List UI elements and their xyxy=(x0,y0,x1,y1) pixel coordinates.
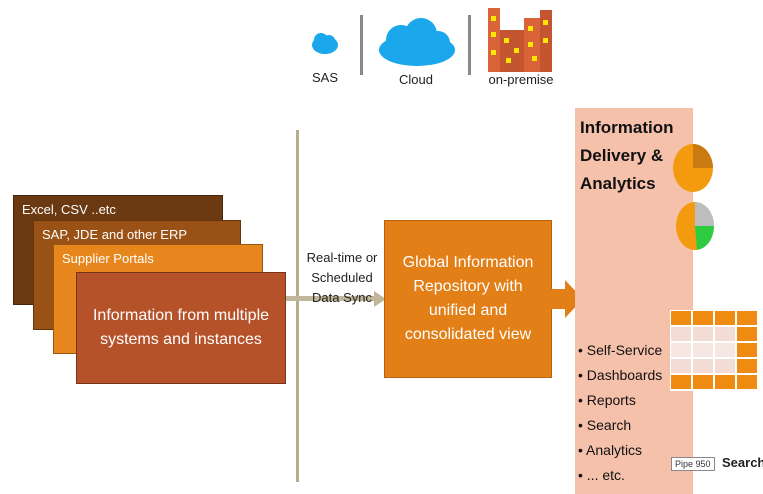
vertical-divider xyxy=(296,130,299,482)
source-label: Excel, CSV ..etc xyxy=(22,202,116,217)
sas-label: SAS xyxy=(311,70,338,85)
source-label: Supplier Portals xyxy=(62,251,154,266)
panel-title: Information Delivery & Analytics xyxy=(580,118,674,193)
source-label: SAP, JDE and other ERP xyxy=(42,227,188,242)
small-label-box: Pipe 950 xyxy=(671,457,715,471)
sas-cloud-icon xyxy=(310,30,340,56)
sync-label: Real-time or Scheduled Data Sync xyxy=(306,250,378,305)
delivery-list: • Self-Service • Dashboards • Reports • … xyxy=(578,340,662,490)
source-main-label: Information from multiple systems and in… xyxy=(92,307,270,348)
pie-chart-icon xyxy=(672,138,714,196)
building-icon xyxy=(488,8,552,72)
sync-arrow-shaft xyxy=(286,296,376,301)
cloud-label: Cloud xyxy=(399,72,433,87)
delivery-arrow xyxy=(543,280,583,318)
list-item: • Dashboards xyxy=(578,367,663,383)
sync-arrow-head xyxy=(374,291,386,307)
onprem-label: on-premise xyxy=(488,72,554,87)
list-item: • ... etc. xyxy=(578,467,625,483)
list-item: • Reports xyxy=(578,392,636,408)
source-card-main: Information from multiple systems and in… xyxy=(76,272,286,384)
list-item: • Self-Service xyxy=(578,342,663,358)
separator xyxy=(468,15,471,75)
table-icon xyxy=(669,309,760,395)
search-label: Search xyxy=(722,455,763,470)
repository-label: Global Information Repository with unifi… xyxy=(402,254,534,343)
separator xyxy=(360,15,363,75)
repository-box: Global Information Repository with unifi… xyxy=(384,220,552,378)
list-item: • Search xyxy=(578,417,632,433)
list-item: • Analytics xyxy=(578,442,643,458)
cloud-icon xyxy=(376,16,458,68)
pie-chart-icon xyxy=(675,198,715,254)
